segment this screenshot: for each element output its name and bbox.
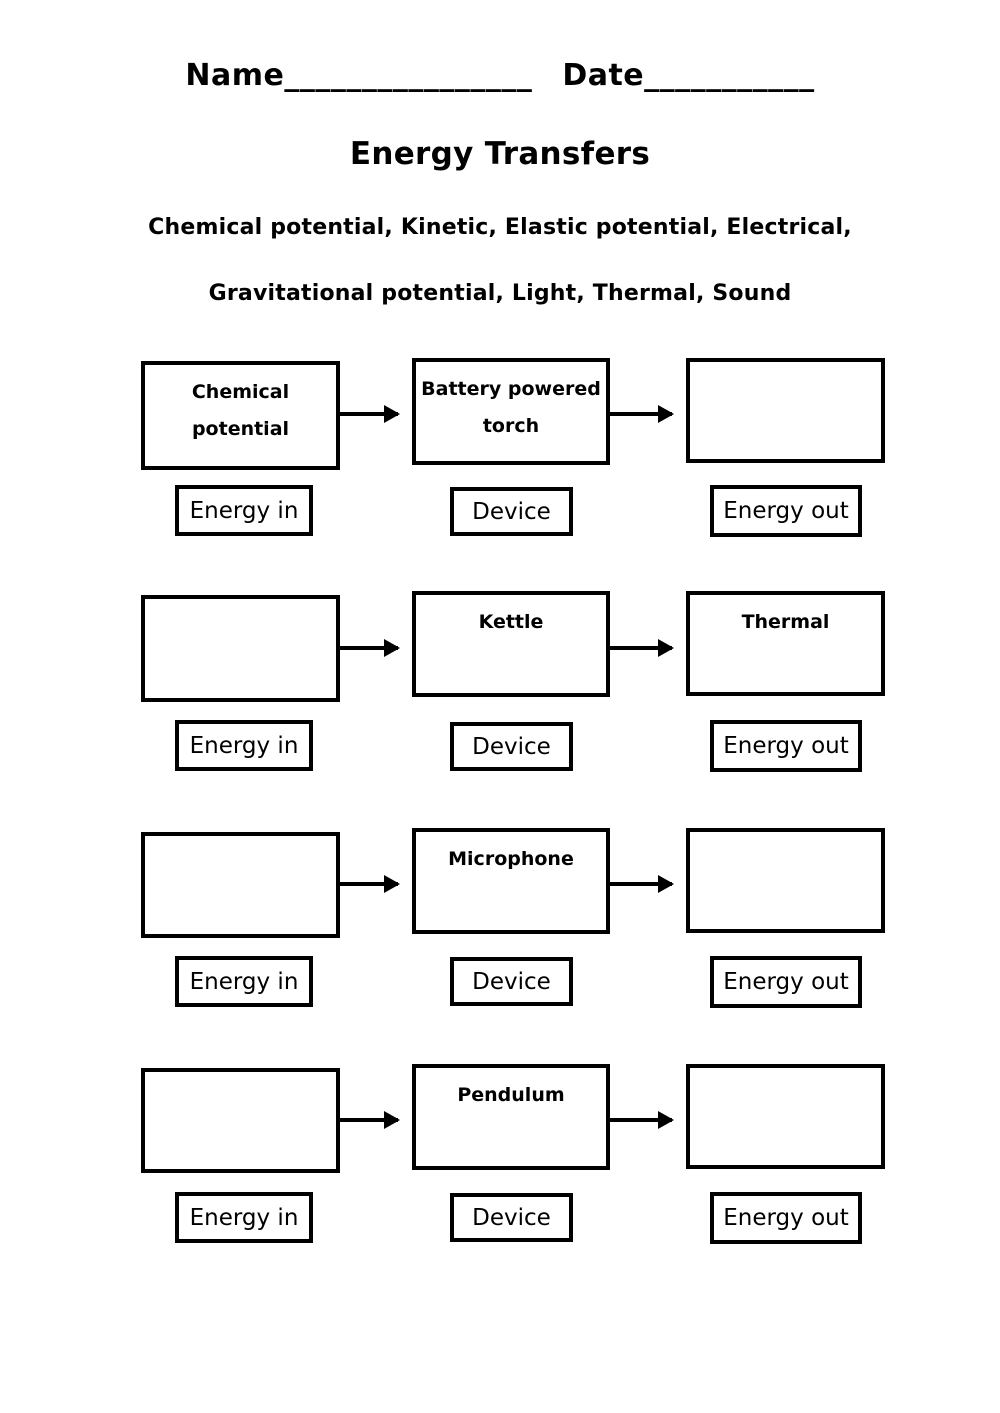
row-1-arrow-2-icon [610,405,674,423]
row-2-energy-in-label: Energy in [175,720,313,771]
row-2-arrow-1-icon [340,639,400,657]
row-3-device-box[interactable]: Microphone [412,828,610,934]
row-2-energy-out-box[interactable]: Thermal [686,591,885,696]
row-3-device-label: Device [450,957,573,1006]
row-4-energy-in-label: Energy in [175,1192,313,1243]
energy-types-line-1: Chemical potential, Kinetic, Elastic pot… [148,215,852,240]
name-date-row: Name________________ Date___________ [0,58,1000,93]
row-3-energy-out-label: Energy out [710,956,862,1008]
row-2-energy-in-box[interactable] [141,595,340,702]
date-label: Date [562,58,645,93]
row-3-energy-in-box[interactable] [141,832,340,938]
row-3-energy-in-label: Energy in [175,956,313,1007]
row-1-arrow-1-icon [340,405,400,423]
name-label: Name [185,58,285,93]
row-4-energy-in-box[interactable] [141,1068,340,1173]
row-1-energy-out-label: Energy out [710,485,862,537]
row-3-arrow-2-icon [610,875,674,893]
row-2-arrow-2-icon [610,639,674,657]
row-4-arrow-2-icon [610,1111,674,1129]
row-4-arrow-1-icon [340,1111,400,1129]
row-4-device-label: Device [450,1193,573,1242]
row-2-energy-out-label: Energy out [710,720,862,772]
row-2-device-label: Device [450,722,573,771]
energy-types-line-2: Gravitational potential, Light, Thermal,… [208,281,792,306]
row-2-device-box[interactable]: Kettle [412,591,610,697]
row-1-energy-in-label: Energy in [175,485,313,536]
row-1-device-label: Device [450,487,573,536]
name-blank-line[interactable]: ________________ [284,58,533,93]
row-3-energy-out-box[interactable] [686,828,885,933]
row-4-energy-out-label: Energy out [710,1192,862,1244]
row-3-arrow-1-icon [340,875,400,893]
row-4-energy-out-box[interactable] [686,1064,885,1169]
page-title: Energy Transfers [349,136,651,172]
row-4-device-box[interactable]: Pendulum [412,1064,610,1170]
date-blank-line[interactable]: ___________ [644,58,815,93]
row-1-energy-out-box[interactable] [686,358,885,463]
